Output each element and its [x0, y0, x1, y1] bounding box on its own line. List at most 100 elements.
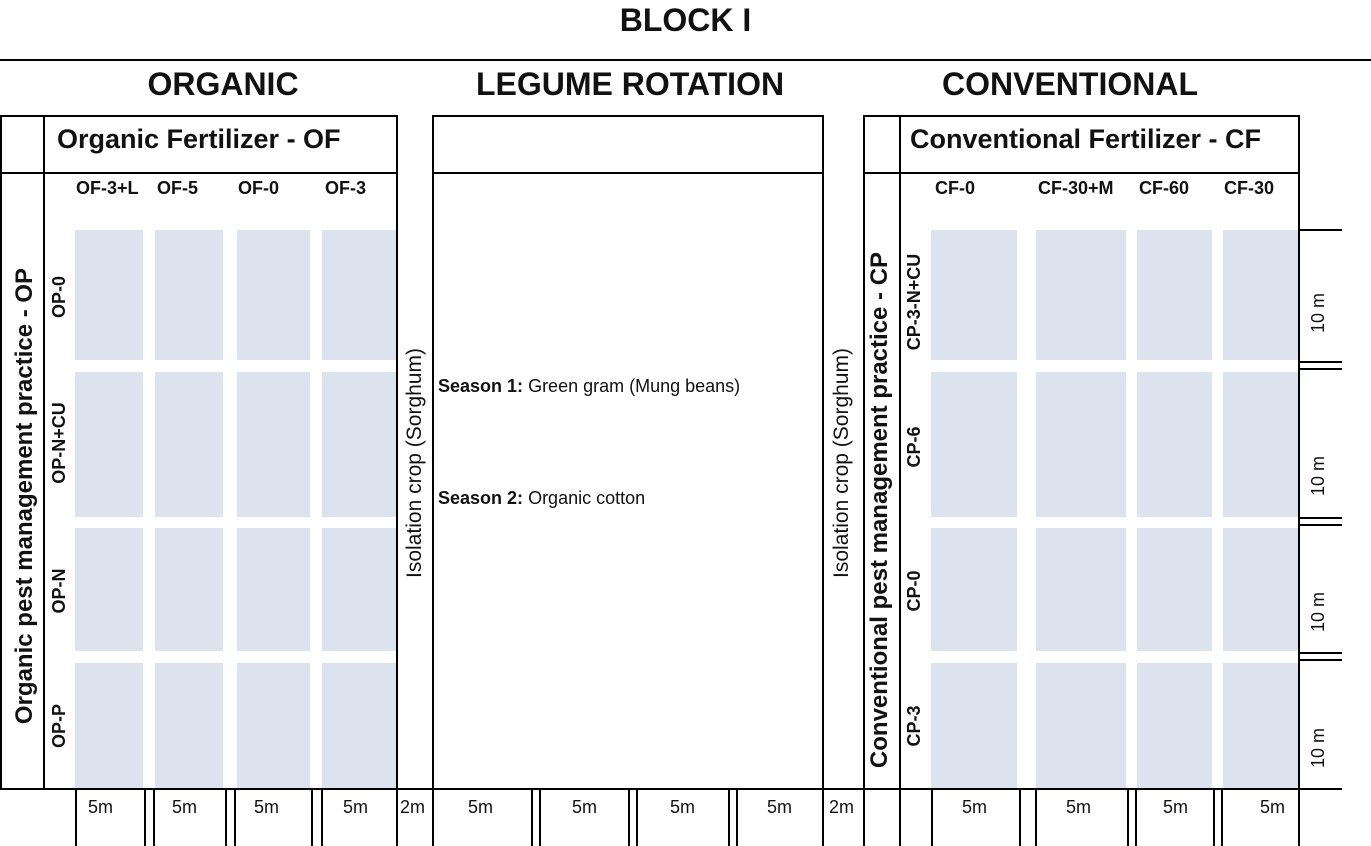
row-height-tick — [1300, 524, 1342, 526]
width-tick — [321, 790, 323, 846]
legume-width-label: 5m — [468, 797, 494, 817]
organic-plot — [237, 663, 310, 788]
bottom-baseline — [0, 788, 1342, 790]
section-title-organic: ORGANIC — [147, 66, 299, 102]
width-tick — [1221, 790, 1223, 846]
legume-width-label: 5m — [670, 797, 696, 817]
width-tick — [225, 790, 227, 846]
section-title-legume-rotation: LEGUME ROTATION — [475, 66, 785, 102]
organic-row-label: OP-N+CU — [49, 402, 69, 484]
row-height-label: 10 m — [1308, 591, 1328, 633]
width-tick — [539, 790, 541, 846]
conventional-plot — [1137, 230, 1212, 360]
conventional-plot — [931, 528, 1017, 651]
row-height-tick — [1300, 368, 1342, 370]
conventional-width-label: 5m — [1066, 797, 1092, 817]
block-title: BLOCK I — [619, 2, 752, 38]
organic-plot — [75, 372, 143, 517]
legume-rotation-panel — [432, 115, 824, 790]
legume-width-label: 5m — [572, 797, 598, 817]
width-tick — [822, 790, 824, 846]
width-tick — [728, 790, 730, 846]
organic-width-label: 5m — [88, 797, 114, 817]
width-tick — [234, 790, 236, 846]
organic-plot — [75, 528, 143, 651]
conventional-plot — [1137, 528, 1212, 651]
conventional-plot — [1223, 372, 1298, 517]
width-tick — [1213, 790, 1215, 846]
organic-row-label: OP-P — [49, 704, 69, 749]
row-height-tick — [1300, 652, 1342, 654]
conventional-plot — [1036, 528, 1126, 651]
conventional-width-label: 5m — [1163, 797, 1189, 817]
section-title-conventional: CONVENTIONAL — [942, 66, 1198, 102]
organic-width-label: 5m — [254, 797, 280, 817]
conventional-plot — [1223, 528, 1298, 651]
season-2-label: Season 2: — [438, 488, 524, 508]
conventional-fertilizer-title: Conventional Fertilizer - CF — [910, 124, 1262, 154]
organic-plot — [155, 528, 223, 651]
width-tick — [931, 790, 933, 846]
organic-column-label: OF-3+L — [76, 178, 139, 198]
conventional-row-label: CP-3 — [904, 705, 924, 747]
organic-plot — [322, 528, 396, 651]
width-tick — [1127, 790, 1129, 846]
season-1-label: Season 1: — [438, 376, 524, 396]
conventional-plot — [1036, 230, 1126, 360]
width-tick — [736, 790, 738, 846]
conventional-plot — [1036, 372, 1126, 517]
organic-width-label: 5m — [172, 797, 198, 817]
conventional-pest-management-label: Conventional pest management practice - … — [866, 251, 893, 769]
row-height-tick — [1300, 229, 1342, 231]
width-tick — [432, 790, 434, 846]
organic-plot — [237, 528, 310, 651]
row-height-tick — [1300, 517, 1342, 519]
width-tick — [75, 790, 77, 846]
season-1-text: Season 1: Green gram (Mung beans) — [438, 376, 740, 397]
width-tick — [1135, 790, 1137, 846]
width-tick — [531, 790, 533, 846]
organic-plot — [75, 663, 143, 788]
width-tick — [1035, 790, 1037, 846]
width-tick — [396, 790, 398, 846]
isolation-left-width-label: 2m — [400, 797, 426, 817]
width-tick — [144, 790, 146, 846]
conventional-plot — [931, 372, 1017, 517]
width-tick — [863, 790, 865, 846]
organic-plot — [322, 230, 396, 360]
conventional-column-label: CF-60 — [1139, 178, 1190, 198]
legume-header-divider — [432, 172, 824, 174]
width-tick — [1019, 790, 1021, 846]
organic-pest-management-label: Organic pest management practice - OP — [11, 267, 38, 725]
organic-plot — [237, 372, 310, 517]
organic-plot — [322, 372, 396, 517]
width-tick — [1298, 790, 1300, 846]
conventional-plot — [1223, 663, 1298, 788]
width-tick — [311, 790, 313, 846]
conventional-column-label: CF-30+M — [1038, 178, 1114, 198]
season-2-text: Season 2: Organic cotton — [438, 488, 645, 509]
season-1-crop: Green gram (Mung beans) — [528, 376, 741, 396]
conventional-width-label: 5m — [962, 797, 988, 817]
organic-column-label: OF-3 — [325, 178, 367, 198]
organic-fertilizer-title: Organic Fertilizer - OF — [57, 124, 341, 154]
title-divider — [0, 59, 1371, 61]
width-tick — [899, 790, 901, 846]
isolation-right-width-label: 2m — [829, 797, 855, 817]
conventional-column-label: CF-30 — [1224, 178, 1275, 198]
conventional-label-column-divider — [899, 115, 901, 790]
row-height-label: 10 m — [1308, 727, 1328, 769]
legume-width-label: 5m — [767, 797, 793, 817]
conventional-plot — [931, 230, 1017, 360]
organic-plot — [155, 663, 223, 788]
conventional-row-label: CP-3-N+CU — [904, 253, 924, 351]
conventional-plot — [1223, 230, 1298, 360]
organic-plot — [155, 230, 223, 360]
width-tick — [153, 790, 155, 846]
organic-row-label: OP-N — [49, 568, 69, 614]
conventional-column-label: CF-0 — [935, 178, 975, 198]
row-height-tick — [1300, 361, 1342, 363]
conventional-row-label: CP-6 — [904, 426, 924, 468]
organic-plot — [75, 230, 143, 360]
organic-width-label: 5m — [343, 797, 369, 817]
